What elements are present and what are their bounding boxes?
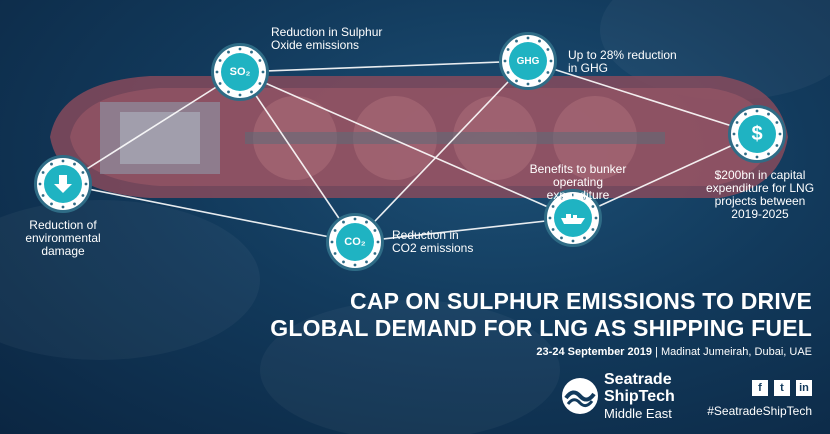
down-arrow-icon [34,155,92,213]
ring-dots [38,159,88,209]
lng-carrier-ship [50,76,788,198]
co2-icon: CO₂ [326,213,384,271]
capex-label: $200bn in capital expenditure for LNG pr… [705,168,815,221]
brand-line1: Seatrade [604,371,672,388]
ring-dots [548,193,598,243]
co2-glyph: CO₂ [344,236,366,248]
arrow-down-glyph [54,175,72,193]
ship-icon [544,189,602,247]
event-venue: Madinat Jumeirah, Dubai, UAE [660,346,812,358]
ship-glyph [561,214,585,224]
wave-texture [260,300,560,434]
linkedin-icon[interactable]: in [796,380,812,396]
seatrade-logo: Seatrade ShipTech Middle East [560,372,720,426]
dollar-glyph: $ [751,122,763,145]
headline: CAP ON SULPHUR EMISSIONS TO DRIVE GLOBAL… [270,288,812,341]
facebook-icon[interactable]: f [752,380,768,396]
environment-label: Reduction of environmental damage [25,218,101,258]
brand-line3: Middle East [604,406,672,421]
event-dates: 23-24 September 2019 [536,346,652,358]
ghg-icon: GHG [499,32,557,90]
ghg-label: Up to 28% reduction in GHG [568,48,677,75]
event-dateline: 23-24 September 2019 | Madinat Jumeirah,… [536,346,812,358]
so2-glyph: SO₂ [229,66,251,78]
ring-dots [503,36,553,86]
event-separator: | [655,346,658,358]
ring-dots [215,47,265,97]
ring-dots [330,217,380,267]
brand-line2: ShipTech [604,388,675,405]
hashtag: #SeatradeShipTech [707,404,812,418]
dollar-icon: $ [728,105,786,163]
sulphur-label: Reduction in Sulphur Oxide emissions [271,25,383,52]
social-links: f t in [752,380,812,396]
bunker-label: Benefits to bunker operating expenditure [529,162,627,202]
ghg-glyph: GHG [516,55,540,67]
wave-texture [0,200,260,360]
co2-label: Reduction in CO2 emissions [392,228,474,255]
sulphur-oxide-icon: SO₂ [211,43,269,101]
twitter-icon[interactable]: t [774,380,790,396]
wave-logo-icon [562,378,598,414]
ring-dots [732,109,782,159]
